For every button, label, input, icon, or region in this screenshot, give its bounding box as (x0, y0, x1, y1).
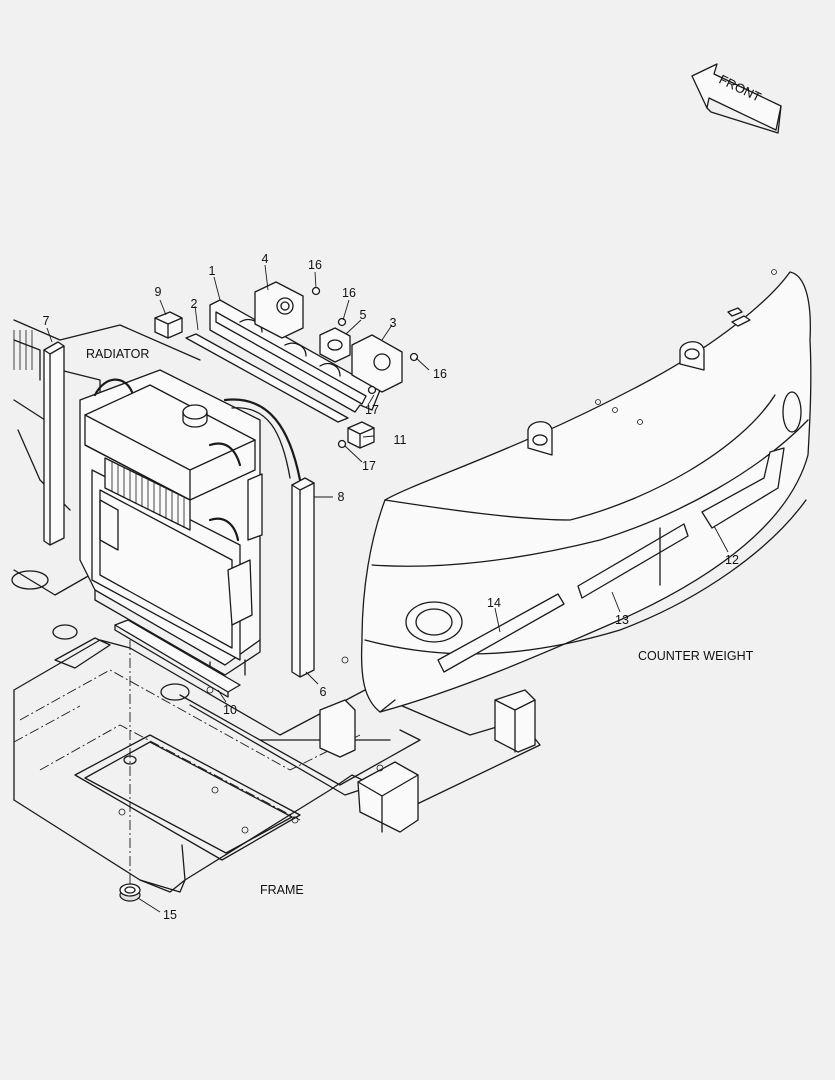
callout-12: 12 (725, 553, 739, 567)
callout-8: 8 (338, 490, 345, 504)
part-12-strip (701, 447, 785, 529)
callout-3: 3 (390, 316, 397, 330)
leader-lines (46, 264, 729, 913)
radiator-label: RADIATOR (86, 347, 149, 361)
radiator-assembly (79, 369, 302, 681)
callout-2: 2 (191, 297, 198, 311)
callout-17-b: 17 (362, 459, 376, 473)
callout-9: 9 (155, 285, 162, 299)
callout-17-a: 17 (365, 403, 379, 417)
callout-1: 1 (209, 264, 216, 278)
callout-15: 15 (163, 908, 177, 922)
callout-11: 11 (394, 433, 407, 447)
callout-10: 10 (223, 703, 237, 717)
callout-5: 5 (360, 308, 367, 322)
part-8-seal-strip (291, 477, 315, 678)
callout-13: 13 (615, 613, 629, 627)
callout-4: 4 (262, 252, 269, 266)
callout-14: 14 (487, 596, 501, 610)
callout-6: 6 (320, 685, 327, 699)
front-direction-arrow: FRONT (691, 63, 782, 134)
oil-cooler (104, 457, 191, 531)
part-15-drain-cap (119, 640, 141, 902)
callout-7: 7 (43, 314, 50, 328)
part-10-seal-strip (114, 619, 241, 698)
frame-label: FRAME (260, 883, 304, 897)
callout-16-b: 16 (342, 286, 356, 300)
frame-structure (11, 569, 541, 893)
part-14-strip (437, 593, 565, 673)
bolts (311, 286, 419, 449)
cover-plate-assembly (154, 281, 419, 449)
counter-weight-label: COUNTER WEIGHT (638, 649, 754, 663)
counter-weight (360, 269, 812, 713)
callout-16-c: 16 (433, 367, 447, 381)
part-7-seal-strip (43, 341, 65, 546)
callout-numbers: 1 2 3 4 5 6 7 8 9 10 11 12 13 14 15 16 1… (43, 252, 739, 922)
callout-16-a: 16 (308, 258, 322, 272)
